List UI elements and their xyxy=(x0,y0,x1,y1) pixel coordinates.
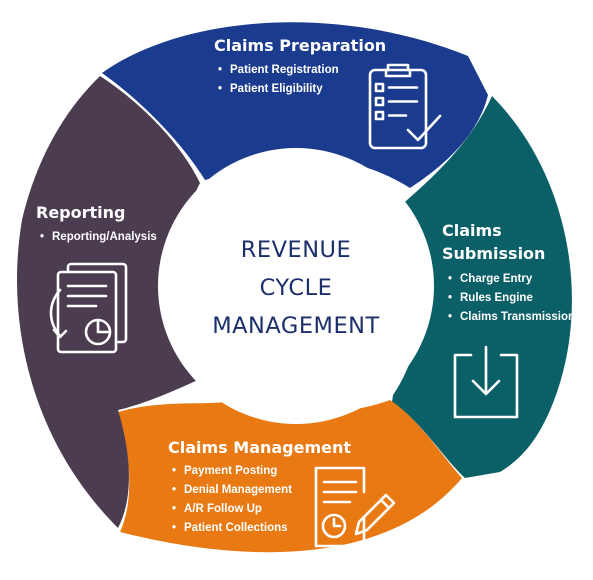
claims-preparation-title: Claims Preparation xyxy=(214,36,387,55)
claims-submission-title-line-1: Claims xyxy=(442,221,502,240)
list-item: Denial Management xyxy=(172,481,292,500)
center-circle xyxy=(158,148,434,424)
download-tray-icon xyxy=(453,345,519,419)
center-line-3: MANAGEMENT xyxy=(212,313,380,339)
clipboard-checklist-icon xyxy=(368,63,442,150)
list-item: Claims Transmission xyxy=(448,308,575,327)
list-item: Reporting/Analysis xyxy=(40,228,157,247)
list-item: Payment Posting xyxy=(172,462,292,481)
reporting-list: Reporting/Analysis xyxy=(40,228,157,247)
segment-claims-preparation xyxy=(102,22,488,189)
list-item: A/R Follow Up xyxy=(172,500,292,519)
claims-management-list: Payment Posting Denial Management A/R Fo… xyxy=(172,462,292,538)
center-title: REVENUE CYCLE MANAGEMENT xyxy=(190,231,402,345)
list-item: Rules Engine xyxy=(448,289,575,308)
claims-preparation-list: Patient Registration Patient Eligibility xyxy=(218,61,339,99)
list-item: Patient Registration xyxy=(218,61,339,80)
list-item: Patient Collections xyxy=(172,519,292,538)
claims-submission-title-line-2: Submission xyxy=(442,244,546,263)
center-line-2: CYCLE xyxy=(259,275,333,301)
list-item: Patient Eligibility xyxy=(218,80,339,99)
reporting-title: Reporting xyxy=(36,203,126,222)
list-item: Charge Entry xyxy=(448,270,575,289)
report-pie-chart-icon xyxy=(49,262,128,354)
claims-submission-list: Charge Entry Rules Engine Claims Transmi… xyxy=(448,270,575,327)
document-clock-pen-icon xyxy=(314,466,396,548)
claims-management-title: Claims Management xyxy=(168,438,352,457)
center-line-1: REVENUE xyxy=(240,237,352,263)
